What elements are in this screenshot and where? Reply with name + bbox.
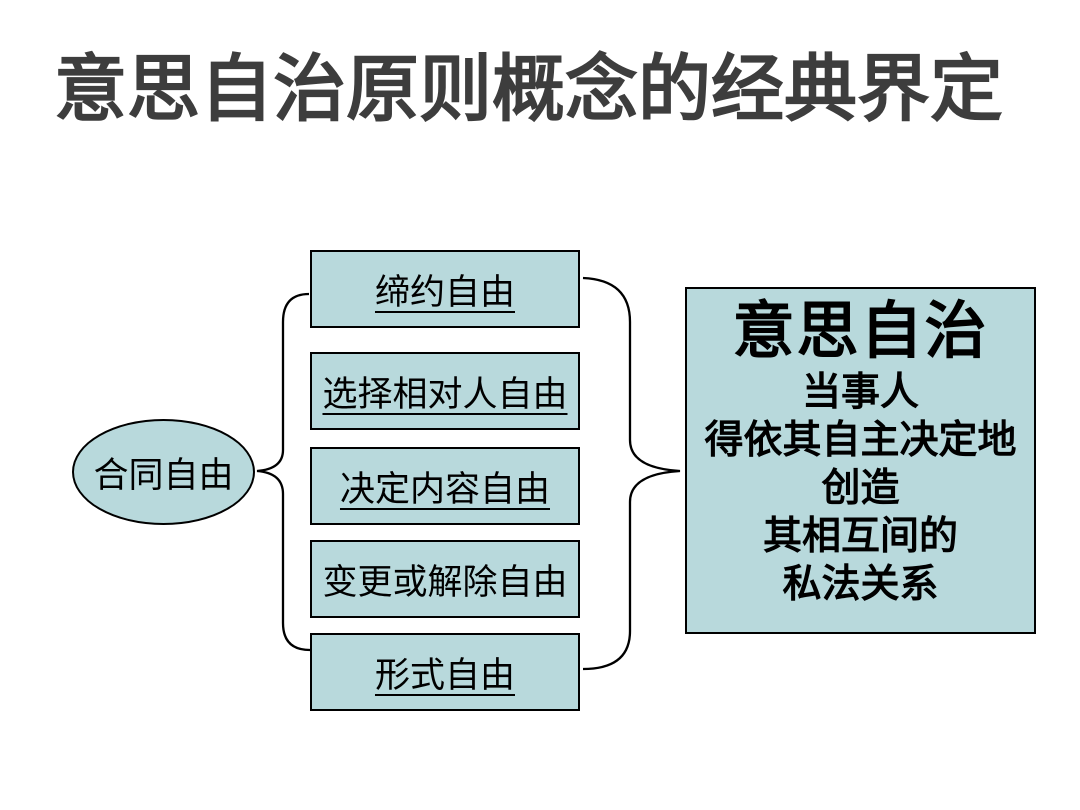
autonomy-result-line: 当事人: [801, 371, 919, 414]
freedom-box-conclude: 缔约自由: [310, 250, 580, 328]
contract-freedom-ellipse: 合同自由: [72, 419, 255, 525]
left-brace-connector: [256, 292, 311, 652]
freedom-box-modify-terminate: 变更或解除自由: [310, 540, 580, 618]
freedom-box-label: 缔约自由: [374, 272, 515, 312]
freedom-box-label: 决定内容自由: [339, 469, 550, 509]
freedom-box-label: 变更或解除自由: [322, 562, 568, 602]
autonomy-result-title: 意思自治: [732, 298, 989, 366]
autonomy-result-line: 得依其自主决定地: [704, 419, 1017, 462]
freedom-box-label: 选择相对人自由: [322, 374, 568, 414]
freedom-box-form: 形式自由: [310, 633, 580, 711]
autonomy-result-line: 其相互间的: [762, 515, 958, 558]
autonomy-result-line: 私法关系: [782, 563, 939, 606]
freedom-box-decide-content: 决定内容自由: [310, 447, 580, 525]
autonomy-result-line: 创造: [821, 467, 900, 510]
autonomy-result-box: 意思自治 当事人 得依其自主决定地 创造 其相互间的 私法关系: [685, 287, 1036, 634]
contract-freedom-label: 合同自由: [93, 455, 234, 495]
freedom-box-choose-party: 选择相对人自由: [310, 352, 580, 430]
right-brace-connector: [582, 276, 681, 671]
slide-title: 意思自治原则概念的经典界定: [54, 49, 1003, 130]
freedom-box-label: 形式自由: [374, 655, 515, 695]
